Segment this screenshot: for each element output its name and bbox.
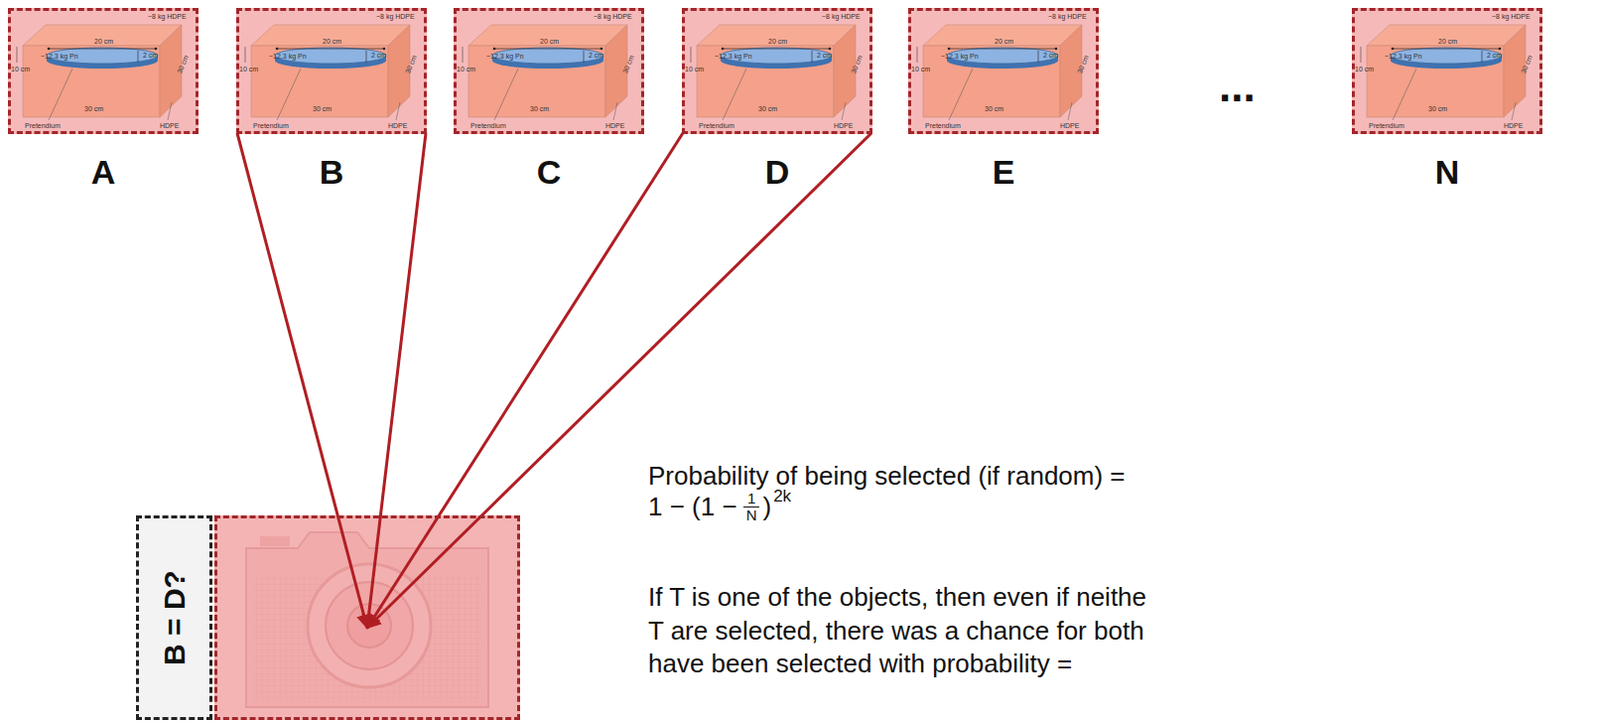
note-text: have been selected with probability = (648, 648, 1072, 679)
dimension-label: 10 cm (684, 65, 704, 74)
note-text: If T is one of the objects, then even if… (648, 581, 1147, 613)
mass-label: ~8 kg HDPE (821, 12, 861, 21)
mass-label: ~12.3 kg Pn (486, 52, 525, 61)
material-label: HDPE (833, 122, 853, 131)
dimension-label: 10 cm (1354, 65, 1374, 74)
selection-arrow (367, 133, 683, 628)
dimension-label: 2 cm (142, 51, 158, 60)
object-box: ~8 kg HDPE 20 cm 10 cm ~12.3 kg Pn 2 cm 30 cm… (1351, 7, 1543, 134)
dimension-label: 20 cm (539, 37, 559, 46)
probability-text: Probability of being selected (if random… (648, 460, 1126, 492)
dimension-label: 2 cm (371, 51, 387, 60)
object-box: ~8 kg HDPE 20 cm 10 cm ~12.3 kg Pn 2 cm 30 cm… (453, 7, 645, 134)
dimension-label: 10 cm (456, 65, 476, 74)
probability-formula: 1 − (1 −1N)2k (648, 490, 792, 524)
dimension-label: 20 cm (94, 37, 114, 46)
dimension-label: 30 cm (530, 105, 549, 114)
mass-label: ~12.3 kg Pn (40, 52, 79, 61)
mass-label: ~12.3 kg Pn (940, 52, 979, 61)
mass-label: ~8 kg HDPE (376, 12, 415, 21)
dimension-label: 30 cm (84, 105, 104, 114)
object-letter: D (765, 152, 791, 192)
formula-part: 1 − (1 − (648, 491, 738, 523)
note-text: T are selected, there was a chance for b… (648, 615, 1145, 647)
object-illustration (684, 10, 870, 132)
object-illustration (10, 10, 196, 132)
object-letter: E (992, 152, 1016, 192)
exponent: 2k (773, 486, 792, 507)
material-label: Pretendium (1368, 122, 1405, 131)
object-letter: B (319, 152, 345, 192)
dimension-label: 30 cm (1428, 105, 1448, 114)
dimension-label: 30 cm (758, 105, 778, 114)
formula-part: ) (762, 491, 772, 523)
material-label: Pretendium (698, 122, 735, 131)
question-box: B = D? (135, 515, 213, 720)
dimension-label: 30 cm (984, 105, 1004, 114)
mass-label: ~8 kg HDPE (1491, 12, 1531, 21)
dimension-label: 20 cm (1438, 37, 1458, 46)
object-letter: A (91, 152, 117, 192)
material-label: Pretendium (253, 122, 289, 131)
mass-label: ~8 kg HDPE (1048, 12, 1087, 21)
dimension-label: 2 cm (816, 51, 832, 60)
camera-box (214, 515, 521, 720)
selection-arrow (367, 133, 426, 628)
fraction-denominator: N (743, 506, 761, 524)
object-letter: N (1435, 152, 1461, 192)
material-label: HDPE (159, 122, 179, 131)
object-box: ~8 kg HDPE 20 cm 10 cm ~12.3 kg Pn 2 cm 30 cm… (681, 7, 873, 134)
dimension-label: 20 cm (768, 37, 788, 46)
material-label: Pretendium (925, 122, 961, 131)
object-box: ~8 kg HDPE 20 cm 10 cm ~12.3 kg Pn 2 cm 30 cm… (236, 7, 427, 134)
dimension-label: 2 cm (1043, 51, 1059, 60)
material-label: Pretendium (470, 122, 507, 131)
material-label: HDPE (1060, 122, 1079, 131)
object-letter: C (536, 152, 562, 192)
object-illustration (456, 10, 642, 132)
mass-label: ~8 kg HDPE (593, 12, 633, 21)
object-illustration (1354, 10, 1540, 132)
dimension-label: 20 cm (994, 37, 1014, 46)
dimension-label: 2 cm (588, 51, 604, 60)
material-label: HDPE (605, 122, 625, 131)
dimension-label: 20 cm (322, 37, 342, 46)
object-illustration (911, 10, 1096, 132)
dimension-label: 10 cm (911, 65, 931, 74)
dimension-label: 10 cm (10, 65, 30, 74)
fraction-numerator: 1 (747, 490, 756, 507)
selection-arrow (367, 133, 872, 628)
mass-label: ~12.3 kg Pn (714, 52, 753, 61)
selection-arrow (237, 133, 368, 628)
mass-label: ~8 kg HDPE (147, 12, 187, 21)
fraction: 1N (743, 490, 761, 524)
question-text: B = D? (157, 569, 192, 666)
dimension-label: 10 cm (239, 65, 259, 74)
object-box: ~8 kg HDPE 20 cm 10 cm ~12.3 kg Pn 2 cm 30 cm… (7, 7, 199, 134)
material-label: HDPE (388, 122, 407, 131)
object-box: ~8 kg HDPE 20 cm 10 cm ~12.3 kg Pn 2 cm 30 cm… (908, 7, 1099, 134)
material-label: HDPE (1503, 122, 1523, 131)
dimension-label: 30 cm (312, 105, 332, 114)
ellipsis: ... (1218, 61, 1256, 112)
dimension-label: 2 cm (1486, 51, 1502, 60)
object-illustration (239, 10, 424, 132)
mass-label: ~12.3 kg Pn (1384, 52, 1423, 61)
mass-label: ~12.3 kg Pn (268, 52, 307, 61)
material-label: Pretendium (24, 122, 61, 131)
